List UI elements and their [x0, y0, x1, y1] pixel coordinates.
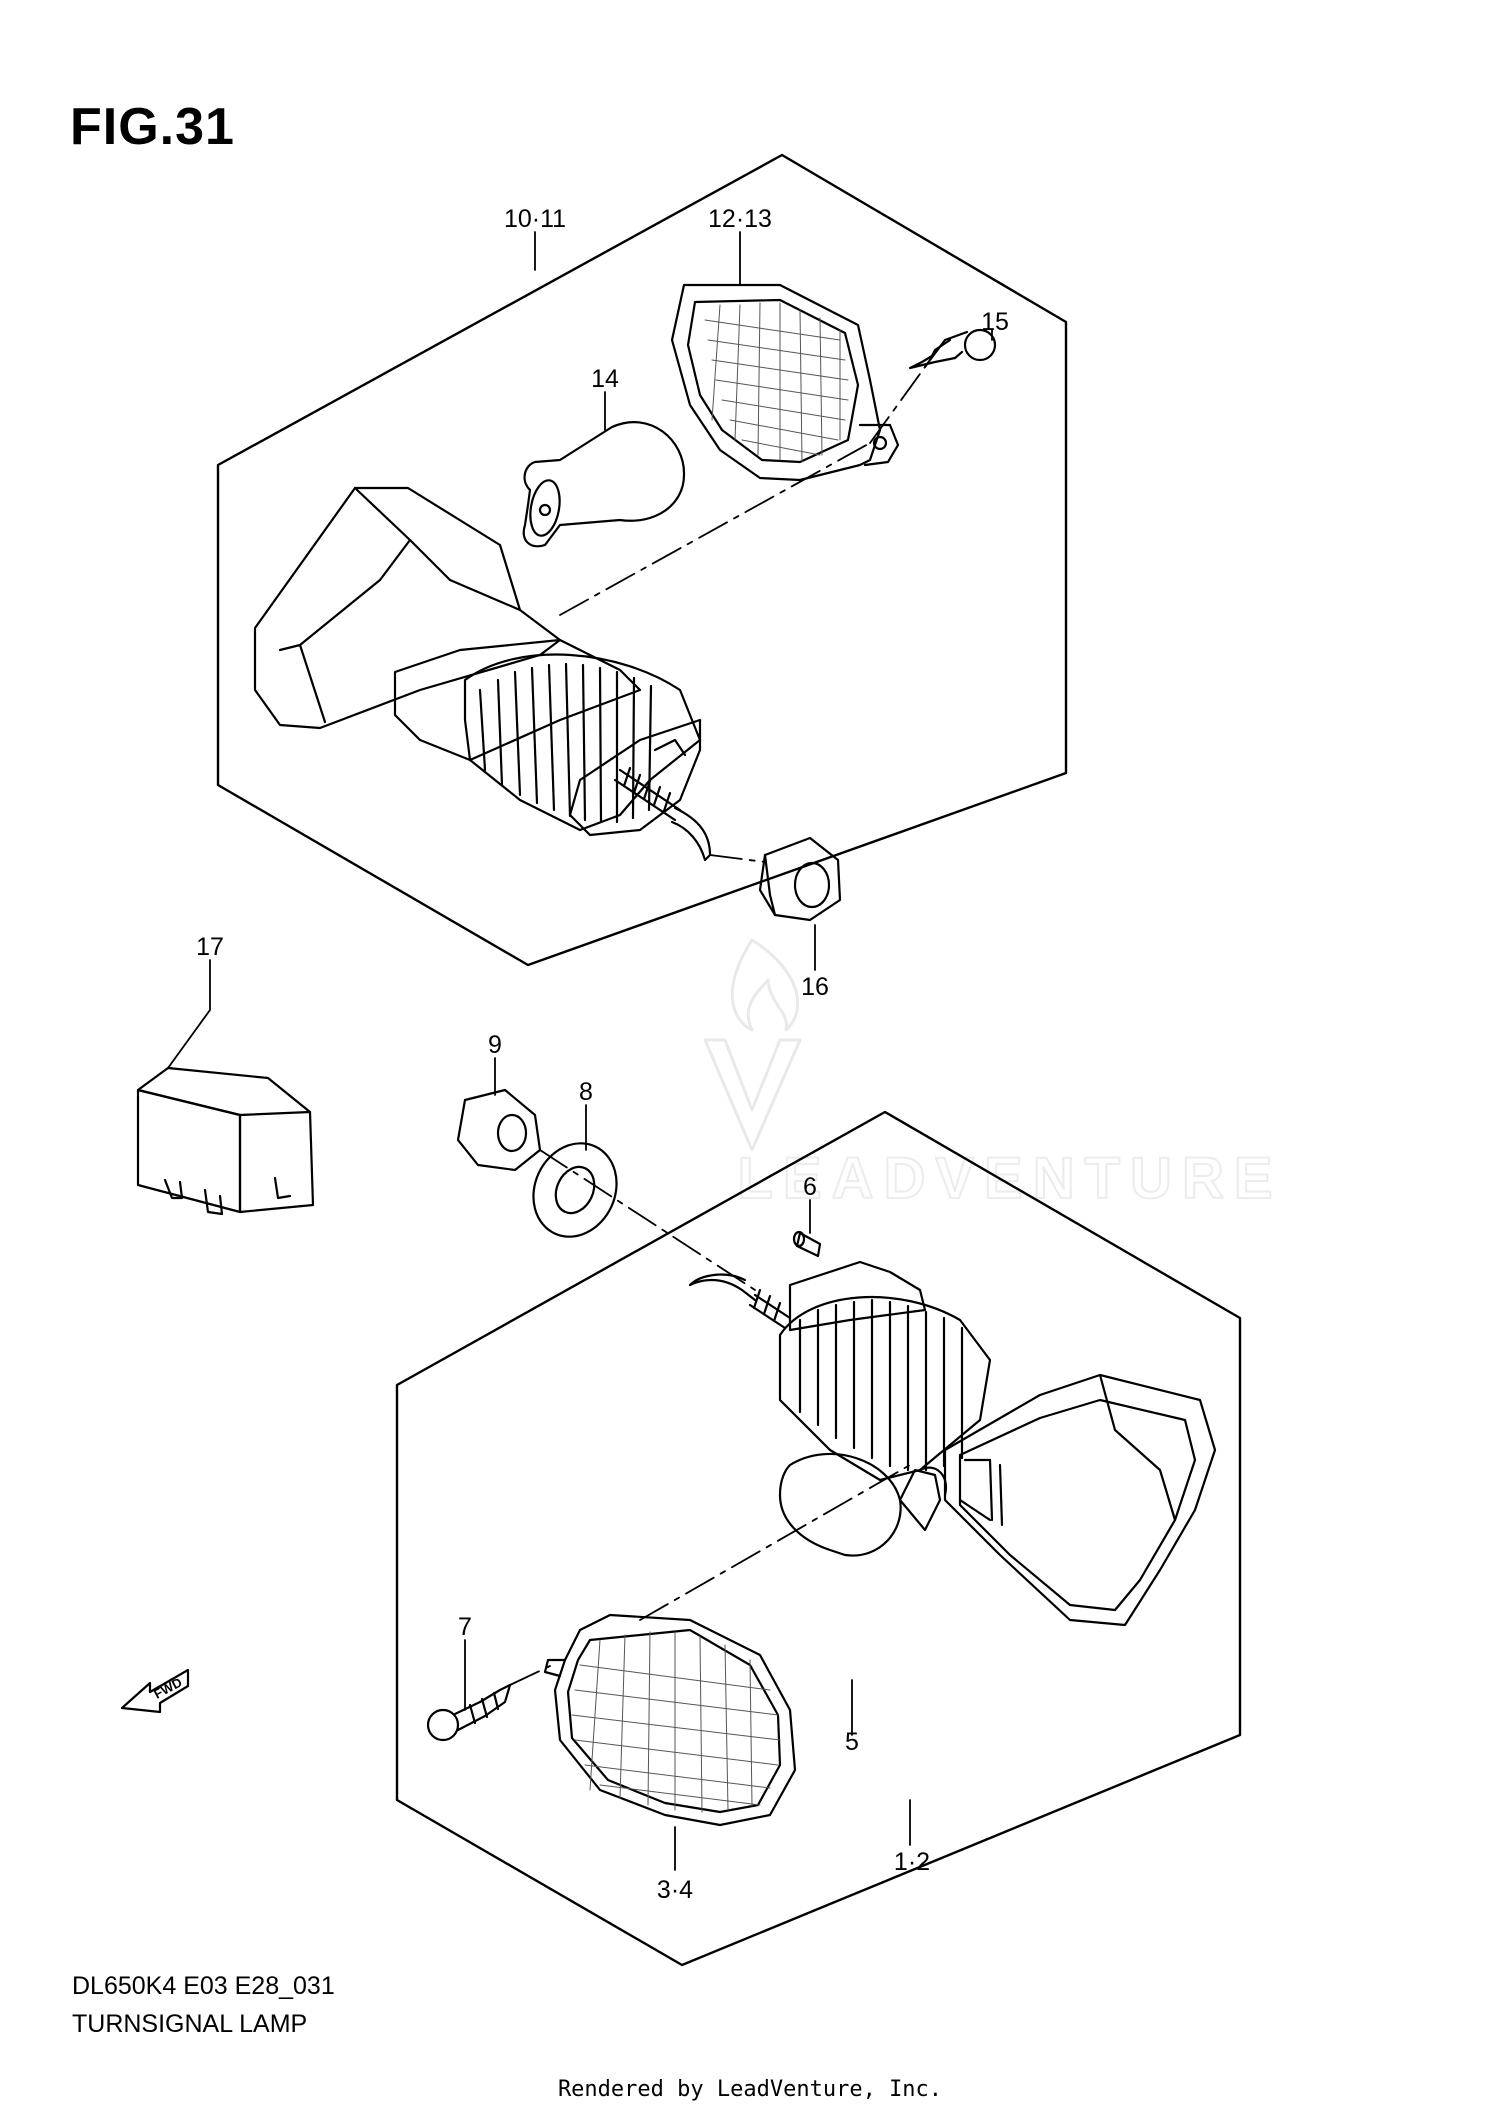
figure-title: FIG.31 — [70, 98, 235, 156]
part-callouts: 10·11 12·13 15 14 16 17 9 8 6 7 5 1·2 3·… — [196, 205, 1009, 1904]
relay-unit — [136, 1066, 315, 1216]
lower-assembly-frame — [395, 1110, 1242, 1967]
diagram-code: DL650K4 E03 E28_031 — [72, 1972, 335, 2000]
turnsignal-housing-lower — [688, 1260, 1217, 1627]
callout-7: 7 — [458, 1613, 472, 1641]
callout-1-2: 1·2 — [894, 1848, 930, 1876]
callout-9: 9 — [488, 1031, 502, 1059]
upper-assembly-frame — [216, 153, 1068, 967]
lens-upper — [670, 283, 900, 482]
watermark-text: LEADVENTURE — [737, 1146, 1282, 1211]
callout-leader-lines — [167, 231, 993, 1871]
callout-8: 8 — [579, 1078, 593, 1106]
forward-direction-arrow: FWD — [120, 1668, 190, 1714]
nut-lower — [456, 1088, 542, 1172]
callout-17: 17 — [196, 933, 224, 961]
bulb-lower — [778, 1452, 948, 1557]
alignment-lines-lower — [509, 1149, 911, 1686]
pin — [792, 1230, 822, 1258]
callout-12-13: 12·13 — [708, 205, 772, 233]
bulb-upper — [522, 421, 686, 548]
callout-6: 6 — [803, 1173, 817, 1201]
leadventure-logo-watermark — [703, 938, 802, 1152]
screw-upper — [908, 328, 997, 370]
nut-upper — [758, 836, 842, 922]
callout-5: 5 — [845, 1728, 859, 1756]
callout-10-11: 10·11 — [504, 205, 566, 233]
callout-14: 14 — [591, 365, 619, 393]
callout-16: 16 — [801, 973, 829, 1001]
render-credit: Rendered by LeadVenture, Inc. — [557, 2077, 943, 2102]
callout-3-4: 3·4 — [657, 1876, 693, 1904]
washer — [532, 1142, 618, 1238]
callout-15: 15 — [981, 308, 1009, 336]
turnsignal-housing-upper — [253, 486, 712, 862]
lens-lower — [543, 1613, 797, 1827]
screw-lower — [426, 1683, 512, 1742]
alignment-lines-upper — [559, 366, 926, 863]
diagram-title: TURNSIGNAL LAMP — [72, 2010, 308, 2038]
